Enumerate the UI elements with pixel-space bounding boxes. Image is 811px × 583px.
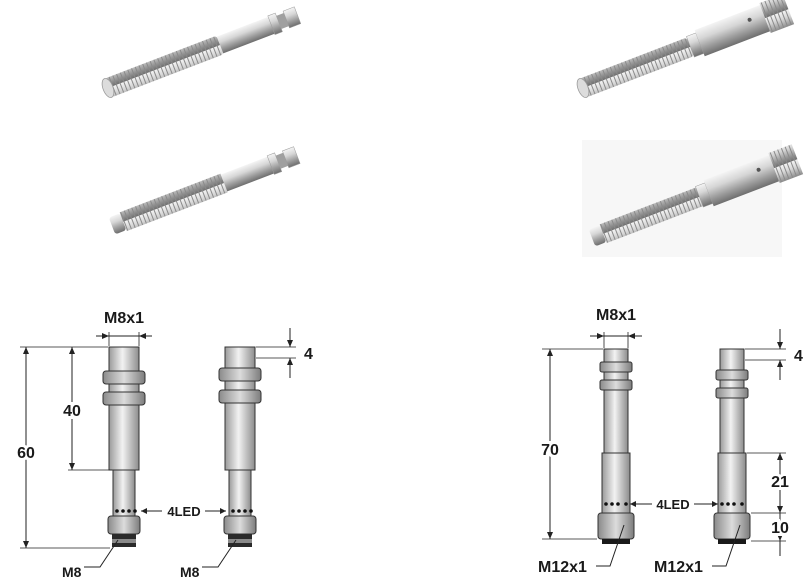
dim-protrusion-left: 4 [304,346,313,363]
sensor-drawing-m8-b [218,346,262,547]
led-dots [231,509,253,513]
sensor-drawing-m12-a [597,348,635,544]
led-label-left: 4LED [167,504,200,519]
sensor-photo-m8-flush-top [101,6,302,98]
dim-body-length-right: 21 [771,474,789,491]
sensor-photo-m8-nonflush [109,146,301,234]
dim-total-length-right: 70 [541,442,559,459]
sensor-drawing-m8-a [102,346,146,547]
dim-thread-length-left: 40 [63,403,81,420]
connector-label-left-a: M8 [62,564,82,580]
thread-label-left: M8x1 [104,310,144,327]
led-label-right: 4LED [656,497,689,512]
dim-connector-length-right: 10 [771,520,789,537]
sensor-photo-m8-m12-top [576,0,795,98]
sensor-photo-m8-m12-nonflush [589,144,804,246]
led-dots [720,502,744,506]
sensor-drawing-m12-b [713,348,751,544]
led-dots [604,502,628,506]
drawing-m8-sensors: M8x1 60 40 4 4LED M8 M8 [14,310,313,580]
connector-label-right-a: M12x1 [538,559,587,576]
thread-label-right: M8x1 [596,307,636,324]
connector-label-left-b: M8 [180,564,200,580]
connector-label-right-b: M12x1 [654,559,703,576]
dim-protrusion-right: 4 [794,348,803,365]
drawing-m12-sensors: M8x1 70 4 21 10 4LED M12x1 [538,307,803,576]
dim-total-length-left: 60 [17,445,35,462]
led-dots [115,509,137,513]
